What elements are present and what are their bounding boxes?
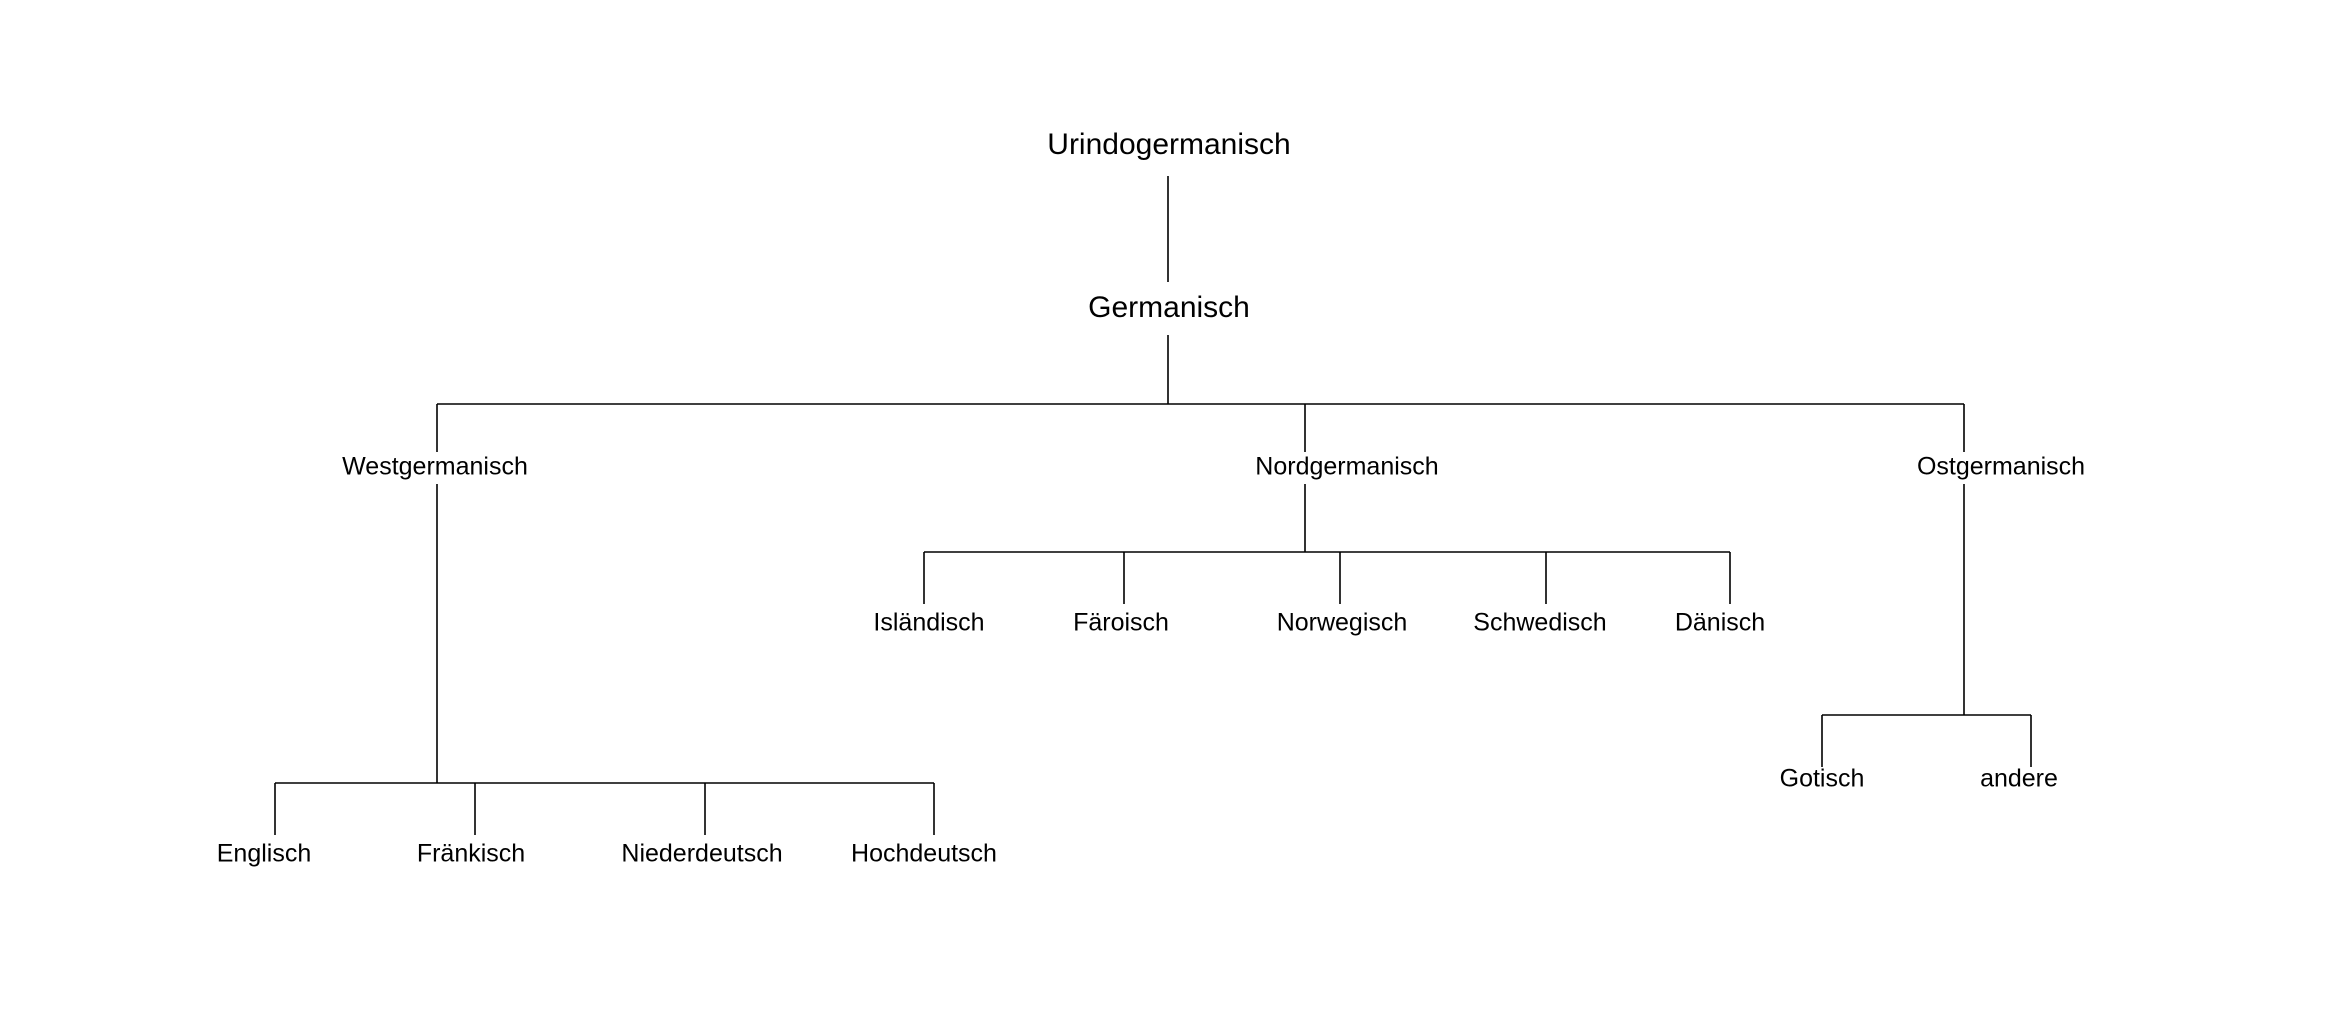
node-nordgermanisch: Nordgermanisch (1255, 452, 1439, 481)
node-schwedisch: Schwedisch (1473, 608, 1607, 637)
node-root: Urindogermanisch (1047, 128, 1291, 161)
node-islaendisch: Isländisch (873, 608, 985, 637)
node-andere: andere (1980, 764, 2058, 793)
node-norwegisch: Norwegisch (1276, 608, 1408, 637)
node-fraenkisch: Fränkisch (416, 839, 526, 868)
node-ostgermanisch: Ostgermanisch (1916, 452, 2086, 481)
node-faeroisch: Färoisch (1073, 608, 1169, 637)
node-englisch: Englisch (216, 839, 312, 868)
node-germanisch: Germanisch (1088, 291, 1250, 324)
node-hochdeutsch: Hochdeutsch (851, 839, 997, 868)
node-daenisch: Dänisch (1674, 608, 1766, 637)
node-westgermanisch: Westgermanisch (342, 452, 528, 481)
node-niederdeutsch: Niederdeutsch (621, 839, 783, 868)
node-gotisch: Gotisch (1779, 764, 1865, 793)
